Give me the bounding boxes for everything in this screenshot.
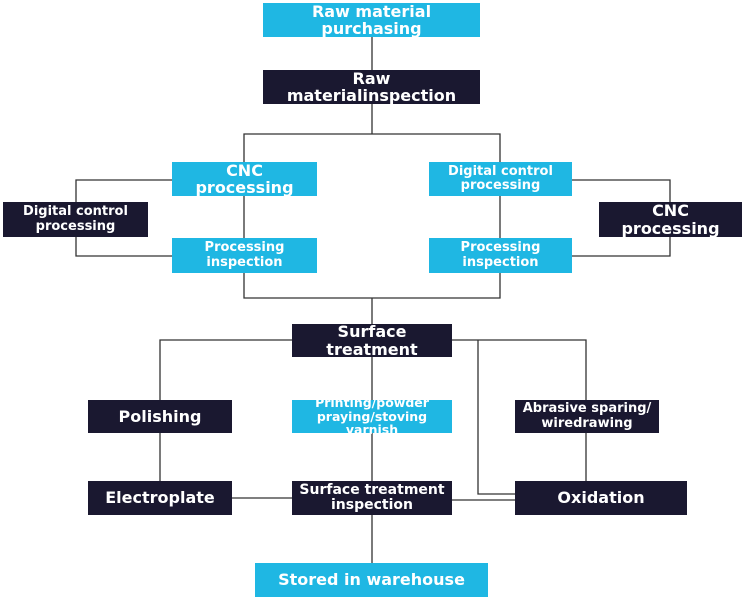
- node-surface-treatment-inspection: Surface treatment inspection: [292, 481, 452, 515]
- node-oxidation: Oxidation: [515, 481, 687, 515]
- node-raw-material-inspection: Raw materialinspection: [263, 70, 480, 104]
- edge-left-cnc-to-left-digital: [75, 179, 172, 202]
- node-printing-powder-praying: Printing/powder praying/stoving varnish: [292, 396, 452, 437]
- edge-right-cnc-to-right-inspection: [572, 237, 671, 257]
- node-cnc-processing-right: CNC processing: [599, 202, 742, 237]
- edge-inspection-to-branches: [243, 104, 501, 162]
- node-processing-inspection-right: Processing inspection: [429, 238, 572, 273]
- node-electroplate: Electroplate: [88, 481, 232, 515]
- node-abrasive-sparing: Abrasive sparing/ wiredrawing: [515, 400, 659, 433]
- edge-inspections-to-surface-treatment: [243, 273, 501, 324]
- node-processing-inspection-left: Processing inspection: [172, 238, 317, 273]
- edge-surface-to-oxidation: [477, 340, 515, 495]
- node-stored-in-warehouse: Stored in warehouse: [255, 563, 488, 597]
- node-cnc-processing-left: CNC processing: [172, 162, 317, 196]
- edge-right-digital-to-right-cnc: [572, 179, 671, 202]
- edge-left-digital-to-left-inspection: [75, 237, 172, 257]
- node-digital-control-processing-left: Digital control processing: [3, 202, 148, 237]
- node-digital-control-processing-right: Digital control processing: [429, 162, 572, 196]
- edge-surface-to-abrasive: [452, 339, 587, 400]
- node-raw-material-purchasing: Raw material purchasing: [263, 3, 480, 37]
- node-polishing: Polishing: [88, 400, 232, 433]
- node-surface-treatment: Surface treatment: [292, 323, 452, 358]
- edge-surface-to-polishing: [159, 339, 292, 400]
